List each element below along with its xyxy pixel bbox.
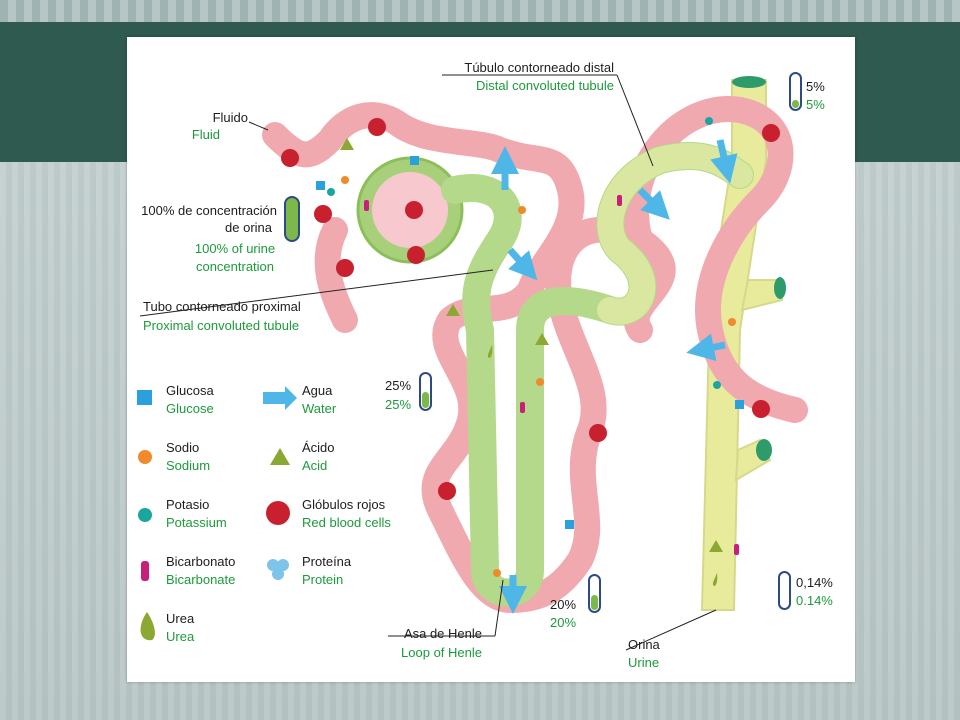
distal-label-en: Distal convoluted tubule — [475, 78, 614, 93]
red-cell-icon — [266, 501, 290, 525]
tube-20-icon — [588, 574, 601, 613]
legend-glucose-en: Glucose — [166, 401, 214, 416]
nephron-diagram — [137, 72, 808, 651]
pct-014-es: 0,14% — [796, 575, 833, 590]
legend-sodium-en: Sodium — [166, 458, 211, 473]
diagram-panel — [127, 37, 855, 682]
legend-sodium-es: Sodio — [166, 440, 200, 455]
loop-label-en: Loop of Henle — [401, 645, 482, 660]
square-icon — [137, 390, 152, 405]
dot-orange-icon — [138, 450, 152, 464]
legend-urea-en: Urea — [166, 629, 195, 644]
proximal-label-en: Proximal convoluted tubule — [143, 318, 300, 333]
capsule-icon — [141, 561, 149, 581]
loop-label-es: Asa de Henle — [403, 626, 482, 641]
concentration-label-es-2: de orina — [225, 220, 272, 235]
water-arrows — [491, 139, 738, 614]
solute-particles — [316, 117, 744, 586]
urine-label-es: Orina — [628, 637, 660, 652]
distal-label-es: Túbulo contorneado distal — [464, 60, 614, 75]
legend-protein-en: Protein — [302, 572, 344, 587]
fluid-label-es: Fluido — [212, 110, 248, 125]
legend-potassium-en: Potassium — [166, 515, 227, 530]
leader-lines — [139, 74, 717, 651]
pct-20-en: 20% — [550, 615, 577, 630]
legend-protein-es: Proteína — [302, 554, 352, 569]
tube-5-icon — [789, 72, 802, 111]
dot-teal-icon — [138, 508, 152, 522]
top-stripes — [0, 0, 960, 22]
legend-bicarbonate-en: Bicarbonate — [166, 572, 236, 587]
pct-20-es: 20% — [550, 597, 577, 612]
legend-urea-es: Urea — [166, 611, 195, 626]
legend-potassium-es: Potasio — [166, 497, 210, 512]
legend-water-es: Agua — [302, 383, 333, 398]
proximal-label-es: Tubo contorneado proximal — [143, 299, 301, 314]
pct-25-es: 25% — [385, 378, 412, 393]
triangle-icon — [270, 448, 290, 465]
concentration-label-en-2: concentration — [195, 259, 275, 274]
pct-25-en: 25% — [385, 397, 412, 412]
pct-5-en: 5% — [806, 97, 825, 112]
tube-100-icon — [284, 196, 300, 242]
tube-25-icon — [419, 372, 432, 411]
red-blood-cells — [281, 118, 780, 500]
protein-icon — [267, 559, 289, 580]
arrow-icon — [263, 386, 297, 410]
legend-icons — [137, 386, 297, 641]
fluid-label-en: Fluid — [191, 127, 220, 142]
tube-014-icon — [778, 571, 791, 610]
urine-label-en: Urine — [628, 655, 660, 670]
legend-bicarbonate-es: Bicarbonato — [166, 554, 236, 569]
legend-acid-en: Acid — [302, 458, 328, 473]
test-tubes — [284, 72, 802, 613]
drop-icon — [140, 612, 155, 641]
concentration-label-es-1: 100% de concentración — [141, 203, 277, 218]
pct-5-es: 5% — [806, 79, 825, 94]
nephron-tubule — [356, 142, 754, 607]
legend-rbc-en: Red blood cells — [302, 515, 391, 530]
legend-water-en: Water — [302, 401, 337, 416]
legend-glucose-es: Glucosa — [166, 383, 214, 398]
concentration-label-en-1: 100% of urine — [194, 241, 276, 256]
legend-acid-es: Ácido — [302, 440, 335, 455]
pct-014-en: 0.14% — [796, 593, 833, 608]
legend-rbc-es: Glóbulos rojos — [302, 497, 386, 512]
